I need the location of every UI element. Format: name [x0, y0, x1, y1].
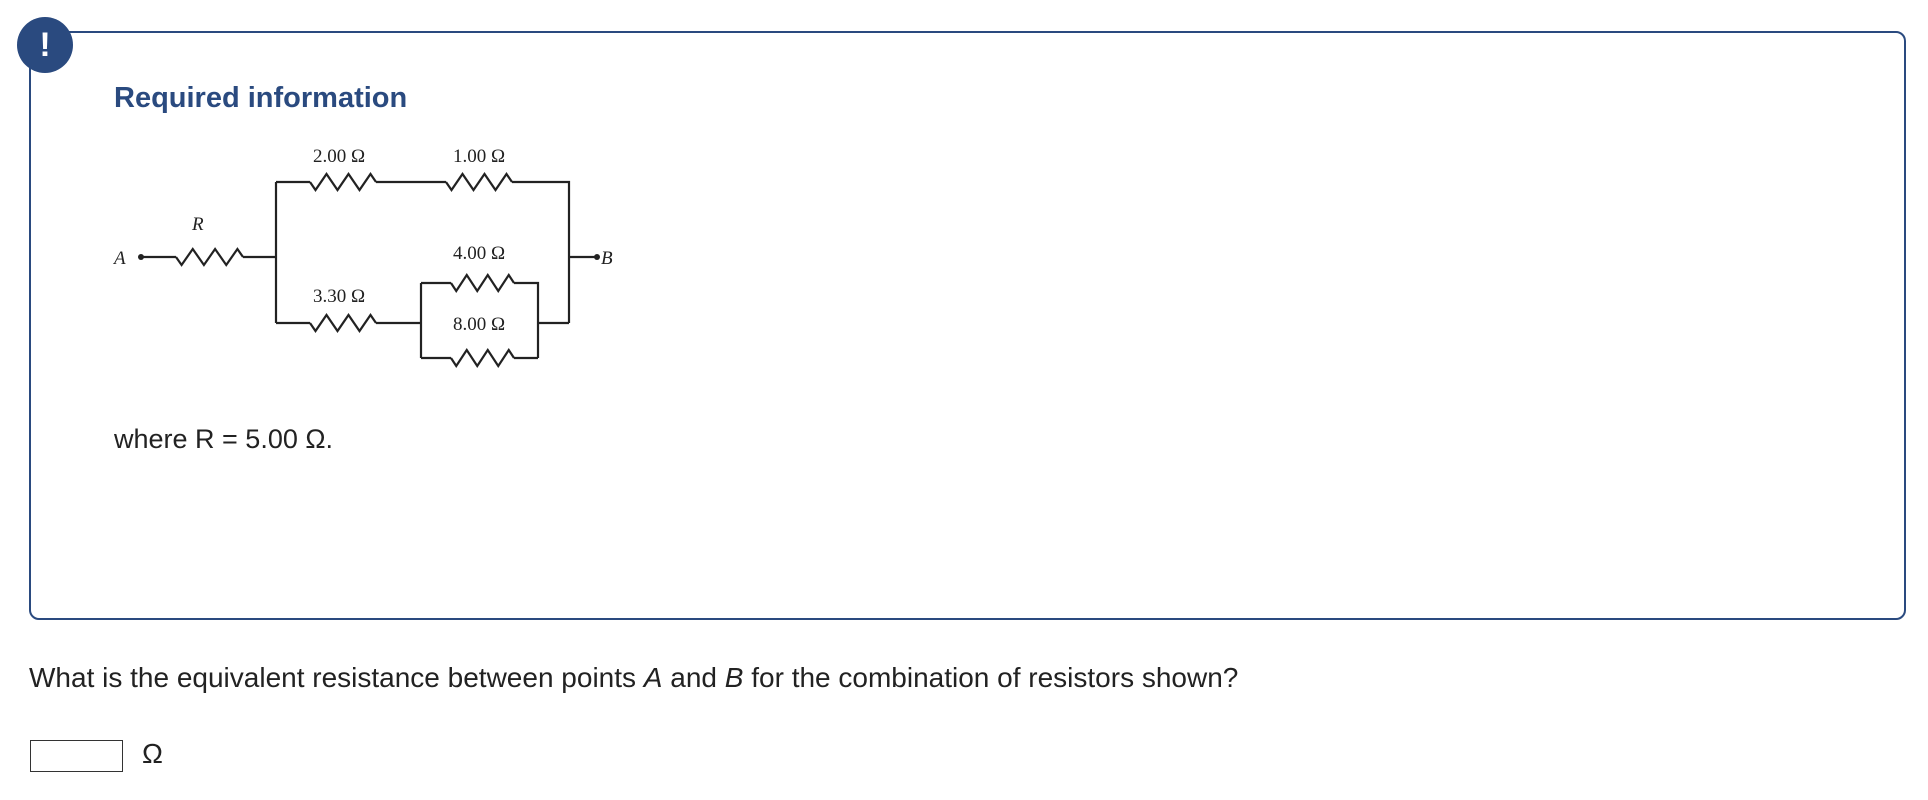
point-a-label: A [112, 248, 126, 269]
wire [512, 180, 571, 323]
resistor-r-label: R [191, 214, 204, 235]
resistor-1 [445, 172, 513, 192]
given-value-text: where R = 5.00 Ω. [114, 424, 334, 454]
resistor-4-label: 4.00 Ω [453, 243, 505, 264]
wire [514, 255, 597, 360]
alert-icon: ! [17, 17, 73, 73]
point-b-dot [594, 254, 600, 260]
point-a-dot [138, 254, 144, 260]
resistor-4 [450, 272, 515, 294]
resistor-2-label: 2.00 Ω [313, 146, 365, 167]
resistor-2 [309, 172, 377, 192]
answer-unit: Ω [142, 738, 163, 769]
question-text: What is the equivalent resistance betwee… [29, 662, 1239, 693]
resistor-8 [450, 347, 515, 369]
resistor-r [175, 247, 244, 267]
panel-title: Required information [114, 82, 408, 114]
circuit-diagram: A B R 2.00 Ω 1.00 Ω 3.30 Ω 4.00 Ω 8.00 Ω [112, 146, 613, 369]
resistor-3-3 [309, 313, 377, 333]
wire [421, 281, 540, 360]
wire [243, 182, 278, 323]
resistor-1-label: 1.00 Ω [453, 146, 505, 167]
wire [376, 281, 451, 358]
required-information-panel [29, 31, 1906, 620]
answer-input[interactable] [30, 740, 123, 772]
point-b-label: B [601, 248, 613, 269]
resistor-8-label: 8.00 Ω [453, 314, 505, 335]
resistor-3-3-label: 3.30 Ω [313, 286, 365, 307]
